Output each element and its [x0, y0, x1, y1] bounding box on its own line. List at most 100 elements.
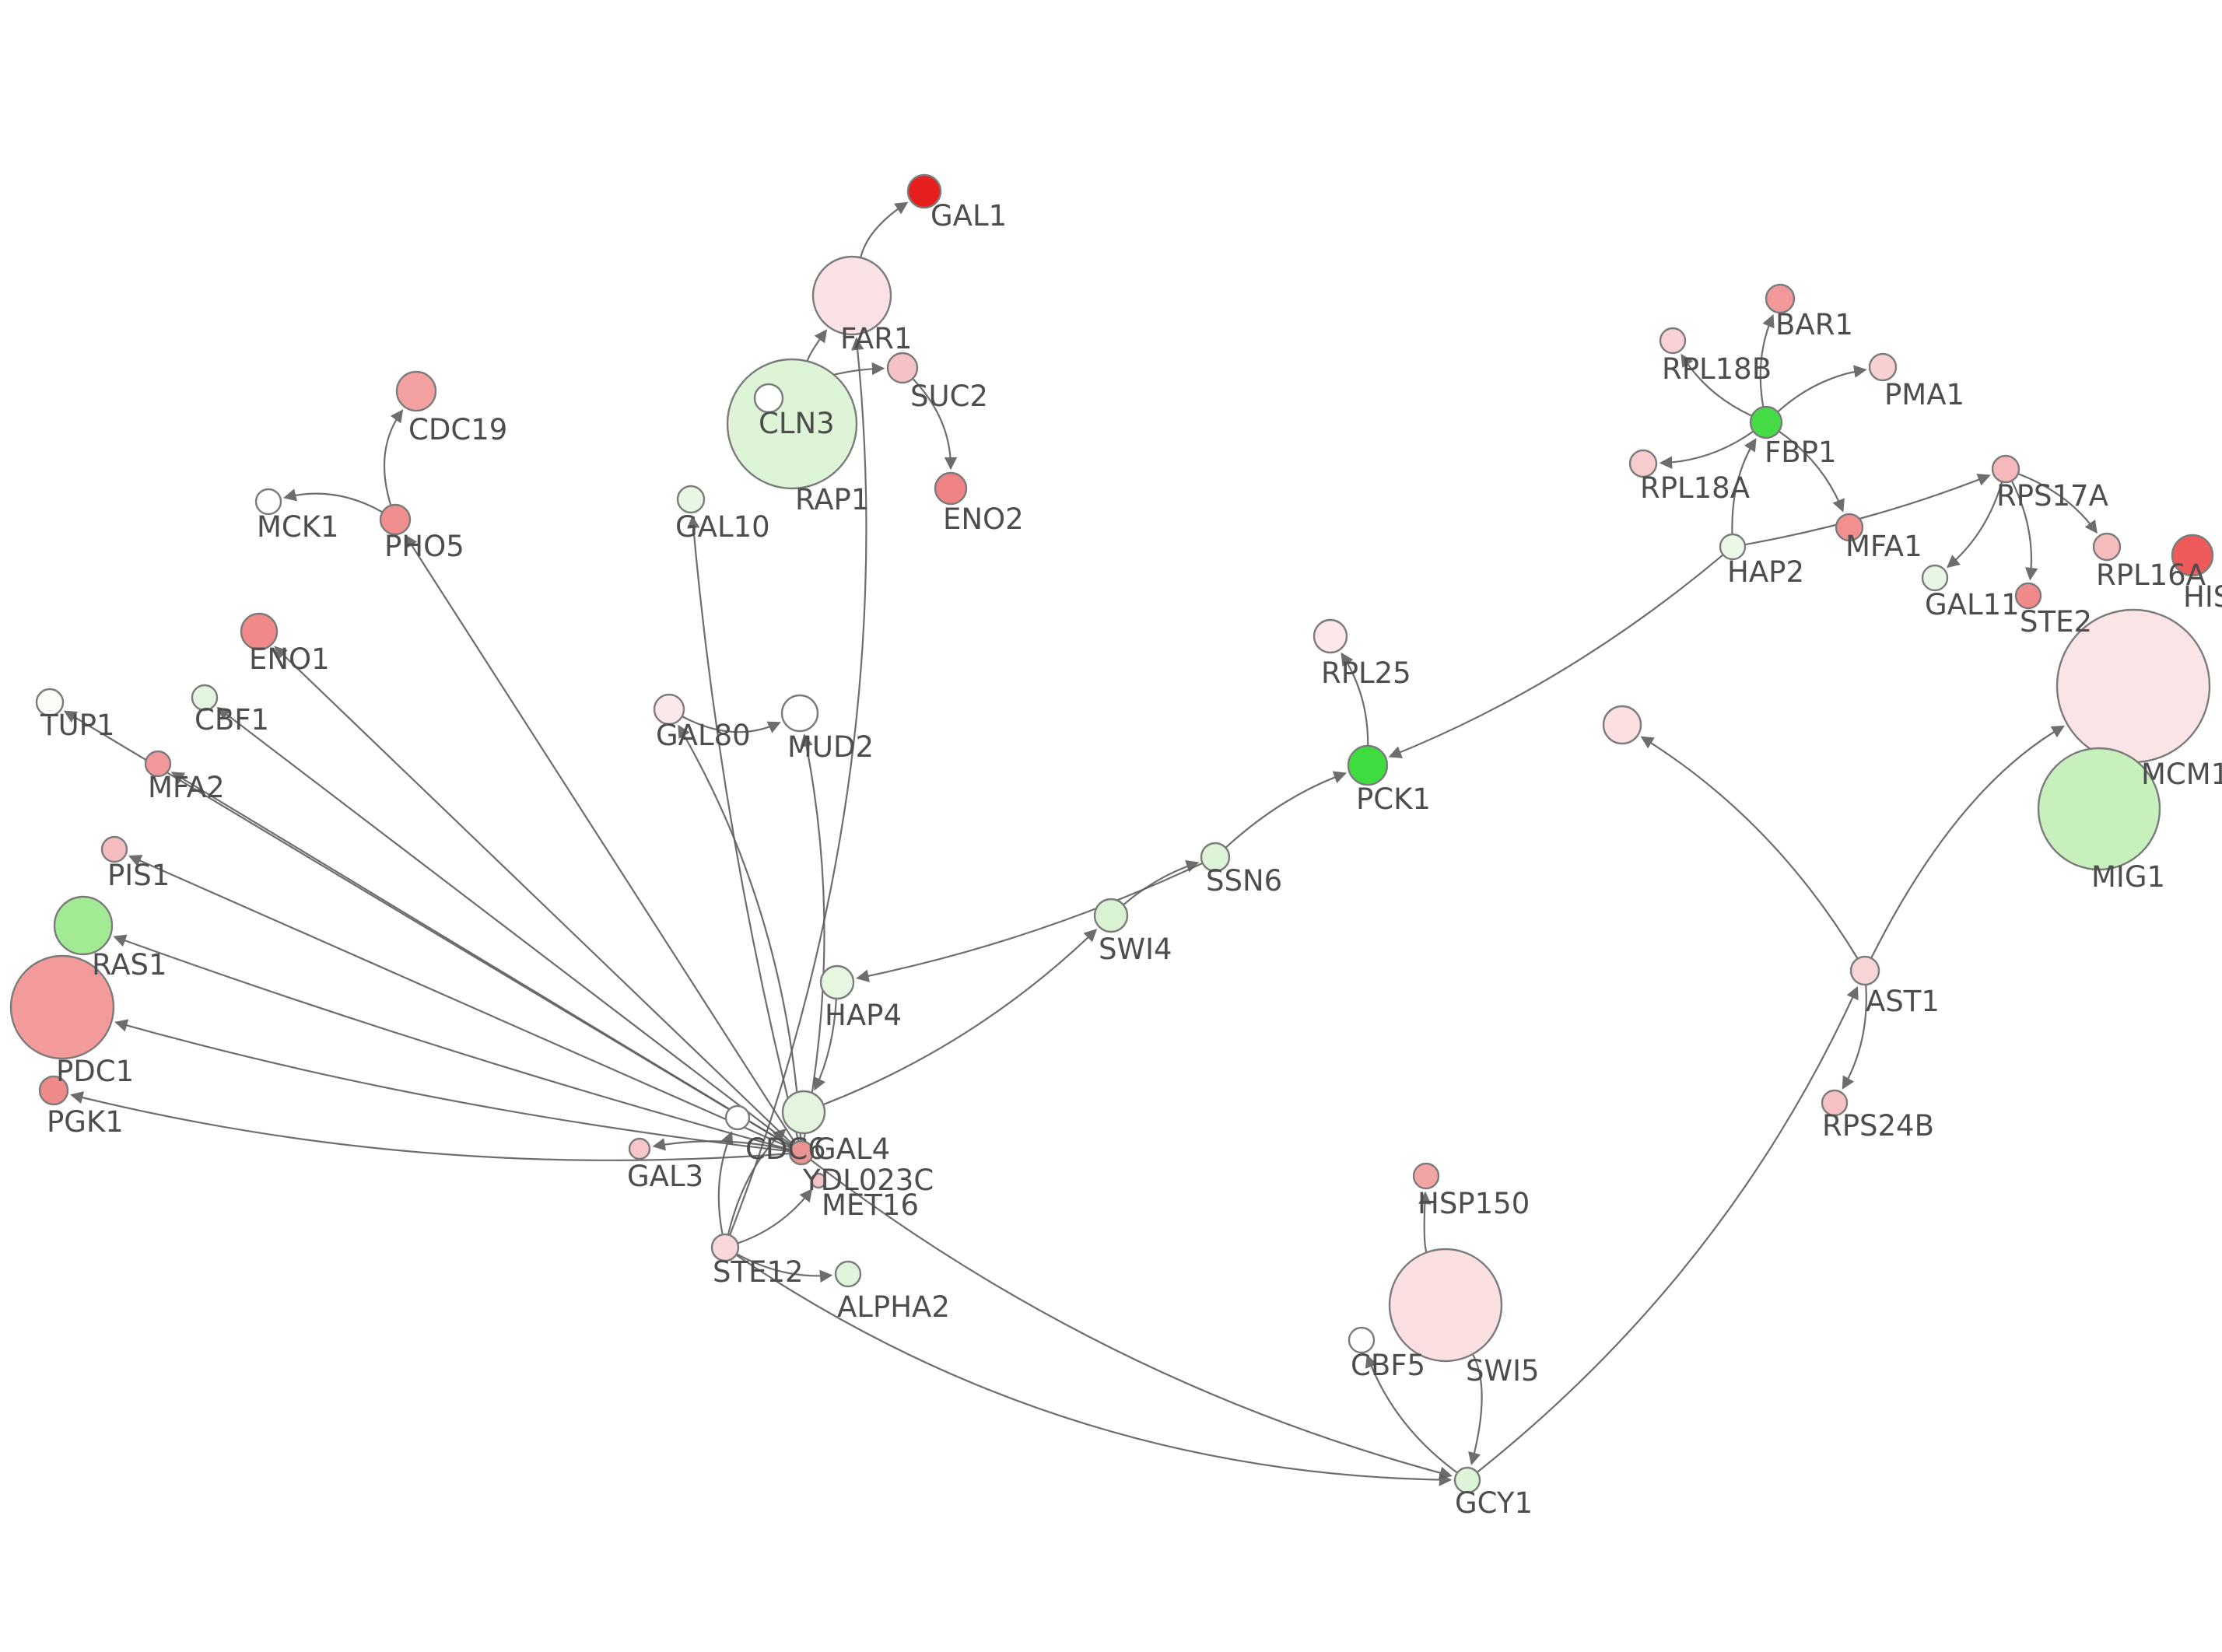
node-BAR1[interactable] [1765, 283, 1796, 314]
edge-FBP1-BAR1[interactable] [1759, 313, 1775, 408]
node-MIG1[interactable] [2037, 747, 2161, 871]
edge-GAL4-CBF1[interactable] [216, 706, 793, 1146]
edge-GAL4-GCY1[interactable] [810, 1159, 1453, 1479]
edge-GAL4-PGK1[interactable] [70, 1091, 790, 1161]
node-NODE1[interactable] [1602, 705, 1642, 745]
edge-SWI5-GCY1[interactable] [1468, 1353, 1483, 1465]
node-STE2[interactable] [2014, 582, 2042, 610]
edge-GAL80-MUD2[interactable] [682, 716, 781, 733]
node-MFA1[interactable] [1835, 513, 1864, 542]
node-SWI5[interactable] [1388, 1248, 1503, 1363]
edge-RPS17A-GAL11[interactable] [1946, 481, 2003, 569]
edge-HAP2-FBP1[interactable] [1731, 438, 1757, 535]
node-CDC19[interactable] [395, 370, 437, 412]
node-PIS1[interactable] [100, 835, 128, 863]
node-FBP1[interactable] [1749, 405, 1783, 439]
edge-GCY1-AST1[interactable] [1476, 985, 1859, 1473]
edge-AST1-NODE1[interactable] [1640, 736, 1859, 960]
edge-SWI4-SSN6[interactable] [1123, 859, 1200, 906]
edge-GAL4-PIS1[interactable] [128, 855, 791, 1149]
node-GAL11[interactable] [1921, 564, 1949, 592]
node-SSN6[interactable] [1200, 842, 1231, 873]
edge-GCY1-CBF5[interactable] [1365, 1354, 1458, 1474]
node-RPL25[interactable] [1313, 618, 1348, 654]
node-MET16[interactable] [810, 1172, 827, 1189]
node-PMA1[interactable] [1868, 352, 1898, 382]
node-TUP1[interactable] [35, 688, 65, 717]
edge-STE12-YDL023C[interactable] [717, 1131, 734, 1235]
edge-GAL4-PDC1[interactable] [114, 1019, 790, 1153]
edge-STE12-ALPHA2[interactable] [736, 1253, 833, 1283]
edge-GAL4-MUD2[interactable] [800, 733, 825, 1142]
edge-AST1-MCM1[interactable] [1870, 725, 2065, 959]
edge-FBP1-RPL18B[interactable] [1681, 353, 1753, 417]
edge-GAL4-PHO5[interactable] [405, 534, 796, 1143]
edge-GAL4-MFA2[interactable] [170, 772, 792, 1148]
edge-AST1-RPS24B[interactable] [1842, 984, 1867, 1090]
edge-GAL4-GAL10[interactable] [687, 515, 800, 1142]
node-ENO1[interactable] [240, 612, 279, 651]
edge-STE12-CDC6[interactable] [727, 1129, 787, 1235]
edge-RPS17A-RPL16A[interactable] [2017, 473, 2098, 534]
edge-HAP2-PCK1[interactable] [1388, 554, 1724, 758]
node-RAP1[interactable] [753, 383, 784, 414]
edge-HAP4-CDC6[interactable] [814, 998, 837, 1091]
node-HIS4[interactable] [2171, 534, 2214, 577]
edge-SUC2-ENO2[interactable] [912, 378, 958, 471]
edge-FBP1-RPL18A[interactable] [1659, 430, 1754, 470]
edge-PCK1-RPL25[interactable] [1341, 652, 1369, 747]
node-PDC1[interactable] [9, 954, 115, 1060]
node-CBF5[interactable] [1348, 1326, 1376, 1354]
node-PGK1[interactable] [38, 1075, 69, 1106]
edge-STE12-GCY1[interactable] [735, 1254, 1453, 1486]
node-MFA2[interactable] [144, 750, 172, 778]
node-FAR1[interactable] [811, 255, 892, 336]
node-GAL4[interactable] [788, 1139, 815, 1166]
node-GAL3[interactable] [628, 1137, 651, 1160]
node-SWI4[interactable] [1093, 898, 1129, 933]
node-PHO5[interactable] [379, 503, 412, 536]
node-GCY1[interactable] [1453, 1466, 1481, 1494]
edge-SSN6-PCK1[interactable] [1225, 771, 1348, 849]
edge-GAL4-GAL80[interactable] [678, 724, 802, 1142]
node-YDL023C[interactable] [724, 1104, 751, 1131]
edge-PHO5-MCK1[interactable] [283, 488, 384, 513]
node-GAL1[interactable] [906, 173, 942, 209]
node-RPS17A[interactable] [1991, 454, 2020, 484]
edge-GAL4-RAS1[interactable] [113, 934, 790, 1151]
node-RPL18B[interactable] [1659, 327, 1687, 355]
edge-STE12-FAR1[interactable] [729, 337, 867, 1236]
node-MUD2[interactable] [780, 694, 819, 733]
node-GAL80[interactable] [653, 693, 685, 726]
node-AST1[interactable] [1849, 955, 1880, 986]
edge-SWI5-HSP150[interactable] [1418, 1191, 1432, 1253]
edge-GAL4-ENO1[interactable] [274, 646, 794, 1146]
edge-FAR1-GAL1[interactable] [860, 201, 909, 258]
node-RPL18A[interactable] [1628, 449, 1658, 478]
node-STE12[interactable] [710, 1233, 740, 1262]
node-HAP4[interactable] [819, 964, 855, 1000]
node-SUC2[interactable] [886, 352, 919, 384]
node-PCK1[interactable] [1347, 744, 1389, 786]
edge-HAP2-RPS17A[interactable] [1744, 473, 1991, 546]
edge-PHO5-CDC19[interactable] [383, 409, 404, 506]
edge-SSN6-HAP4[interactable] [856, 862, 1204, 982]
node-ENO2[interactable] [934, 471, 968, 506]
edge-RPS17A-STE2[interactable] [2010, 480, 2038, 581]
node-RPS24B[interactable] [1821, 1089, 1849, 1117]
edge-CDC6-SWI4[interactable] [822, 929, 1098, 1106]
node-RAS1[interactable] [53, 895, 114, 956]
edge-FBP1-PMA1[interactable] [1777, 365, 1867, 413]
node-CDC6[interactable] [781, 1090, 826, 1135]
node-GAL10[interactable] [676, 485, 706, 514]
edge-STE12-MET16[interactable] [737, 1188, 813, 1244]
node-HAP2[interactable] [1719, 533, 1747, 561]
node-CBF1[interactable] [191, 684, 219, 712]
node-HSP150[interactable] [1412, 1162, 1440, 1190]
edge-FBP1-MFA1[interactable] [1778, 430, 1845, 513]
node-RPL16A[interactable] [2092, 532, 2122, 562]
node-MCK1[interactable] [254, 488, 282, 516]
edge-CLN3-FAR1[interactable] [806, 329, 828, 362]
node-ALPHA2[interactable] [834, 1260, 862, 1288]
